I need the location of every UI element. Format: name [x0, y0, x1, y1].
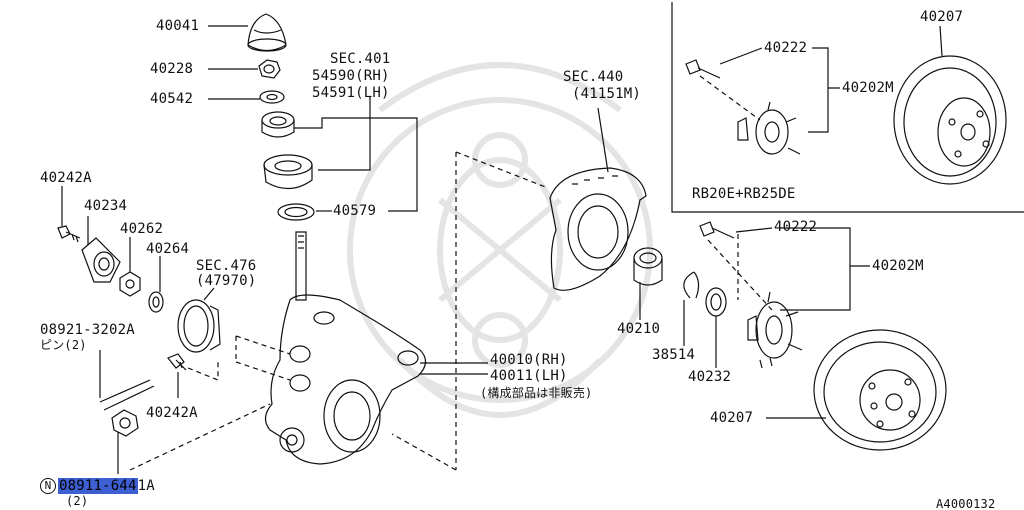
- hub-40202m-inset: [737, 101, 801, 155]
- label-n-mark: N: [40, 478, 56, 494]
- dust-cap-40041: [247, 13, 287, 52]
- label-40242a-bottom: 40242A: [146, 405, 198, 421]
- label-40542: 40542: [150, 91, 194, 107]
- label-40232: 40232: [688, 369, 732, 385]
- outer-bearing: [261, 111, 295, 138]
- disc-40207-inset: [893, 55, 1007, 185]
- snap-ring-38514: [683, 271, 700, 299]
- bolt-40242a-bottom: [167, 353, 187, 371]
- diagram-id: A4000132: [936, 497, 996, 510]
- label-40210: 40210: [617, 321, 661, 337]
- label-40262: 40262: [120, 221, 164, 237]
- label-54590: 54590(RH): [312, 68, 390, 84]
- seal-40579: [277, 203, 315, 221]
- label-sec476: SEC.476: [196, 258, 257, 274]
- washer-40264: [148, 291, 164, 313]
- nut-40262: [119, 271, 141, 297]
- bolt-40222-inset: [685, 59, 721, 79]
- label-40202m-main: 40202M: [872, 258, 924, 274]
- label-pin: ピン(2): [40, 338, 87, 352]
- sensor-ring: [177, 299, 221, 353]
- label-qty: (2): [66, 494, 89, 508]
- label-sec401: SEC.401: [330, 51, 391, 67]
- nut-08911: [111, 409, 139, 437]
- bolt-40222-main: [699, 221, 735, 239]
- label-engine: RB20E+RB25DE: [692, 186, 796, 202]
- label-41151m: (41151M): [572, 86, 642, 102]
- label-40202m-inset: 40202M: [842, 80, 894, 96]
- inner-bearing: [263, 154, 313, 190]
- label-47970: (47970): [196, 273, 257, 289]
- steering-knuckle: [264, 231, 427, 465]
- bracket-40234: [81, 237, 121, 283]
- label-08911-highlighted: 08911-644: [58, 478, 138, 494]
- label-08921: 08921-3202A: [40, 322, 135, 338]
- hub-bearing-40210: [633, 247, 663, 286]
- label-40011: 40011(LH): [490, 368, 568, 384]
- label-40207-main: 40207: [710, 410, 754, 426]
- label-40264: 40264: [146, 241, 190, 257]
- disc-40207-main: [813, 329, 947, 451]
- bolt-40242a-top: [57, 225, 81, 243]
- label-38514: 38514: [652, 347, 696, 363]
- seal-40232: [705, 287, 727, 317]
- label-40242a-top: 40242A: [40, 170, 92, 186]
- nut-40228: [258, 59, 281, 79]
- label-40222-main: 40222: [774, 219, 818, 235]
- label-08911-tail: 1A: [137, 478, 155, 494]
- inset-frame: [671, 2, 1024, 213]
- label-40207-inset: 40207: [920, 9, 964, 25]
- hub-40202m-main: [747, 291, 803, 369]
- backing-plate: [549, 167, 647, 291]
- label-40579: 40579: [333, 203, 377, 219]
- label-40234: 40234: [84, 198, 128, 214]
- label-08911: 08911-6441A: [58, 478, 155, 494]
- label-40010: 40010(RH): [490, 352, 568, 368]
- watermark: [347, 62, 653, 418]
- label-54591: 54591(LH): [312, 85, 390, 101]
- label-sec440: SEC.440: [563, 69, 624, 85]
- label-note: (構成部品は非販売): [480, 386, 593, 400]
- washer-40542: [259, 90, 285, 104]
- label-40222-inset: 40222: [764, 40, 808, 56]
- label-40041: 40041: [156, 18, 200, 34]
- label-40228: 40228: [150, 61, 194, 77]
- cotter-pin: [99, 379, 155, 411]
